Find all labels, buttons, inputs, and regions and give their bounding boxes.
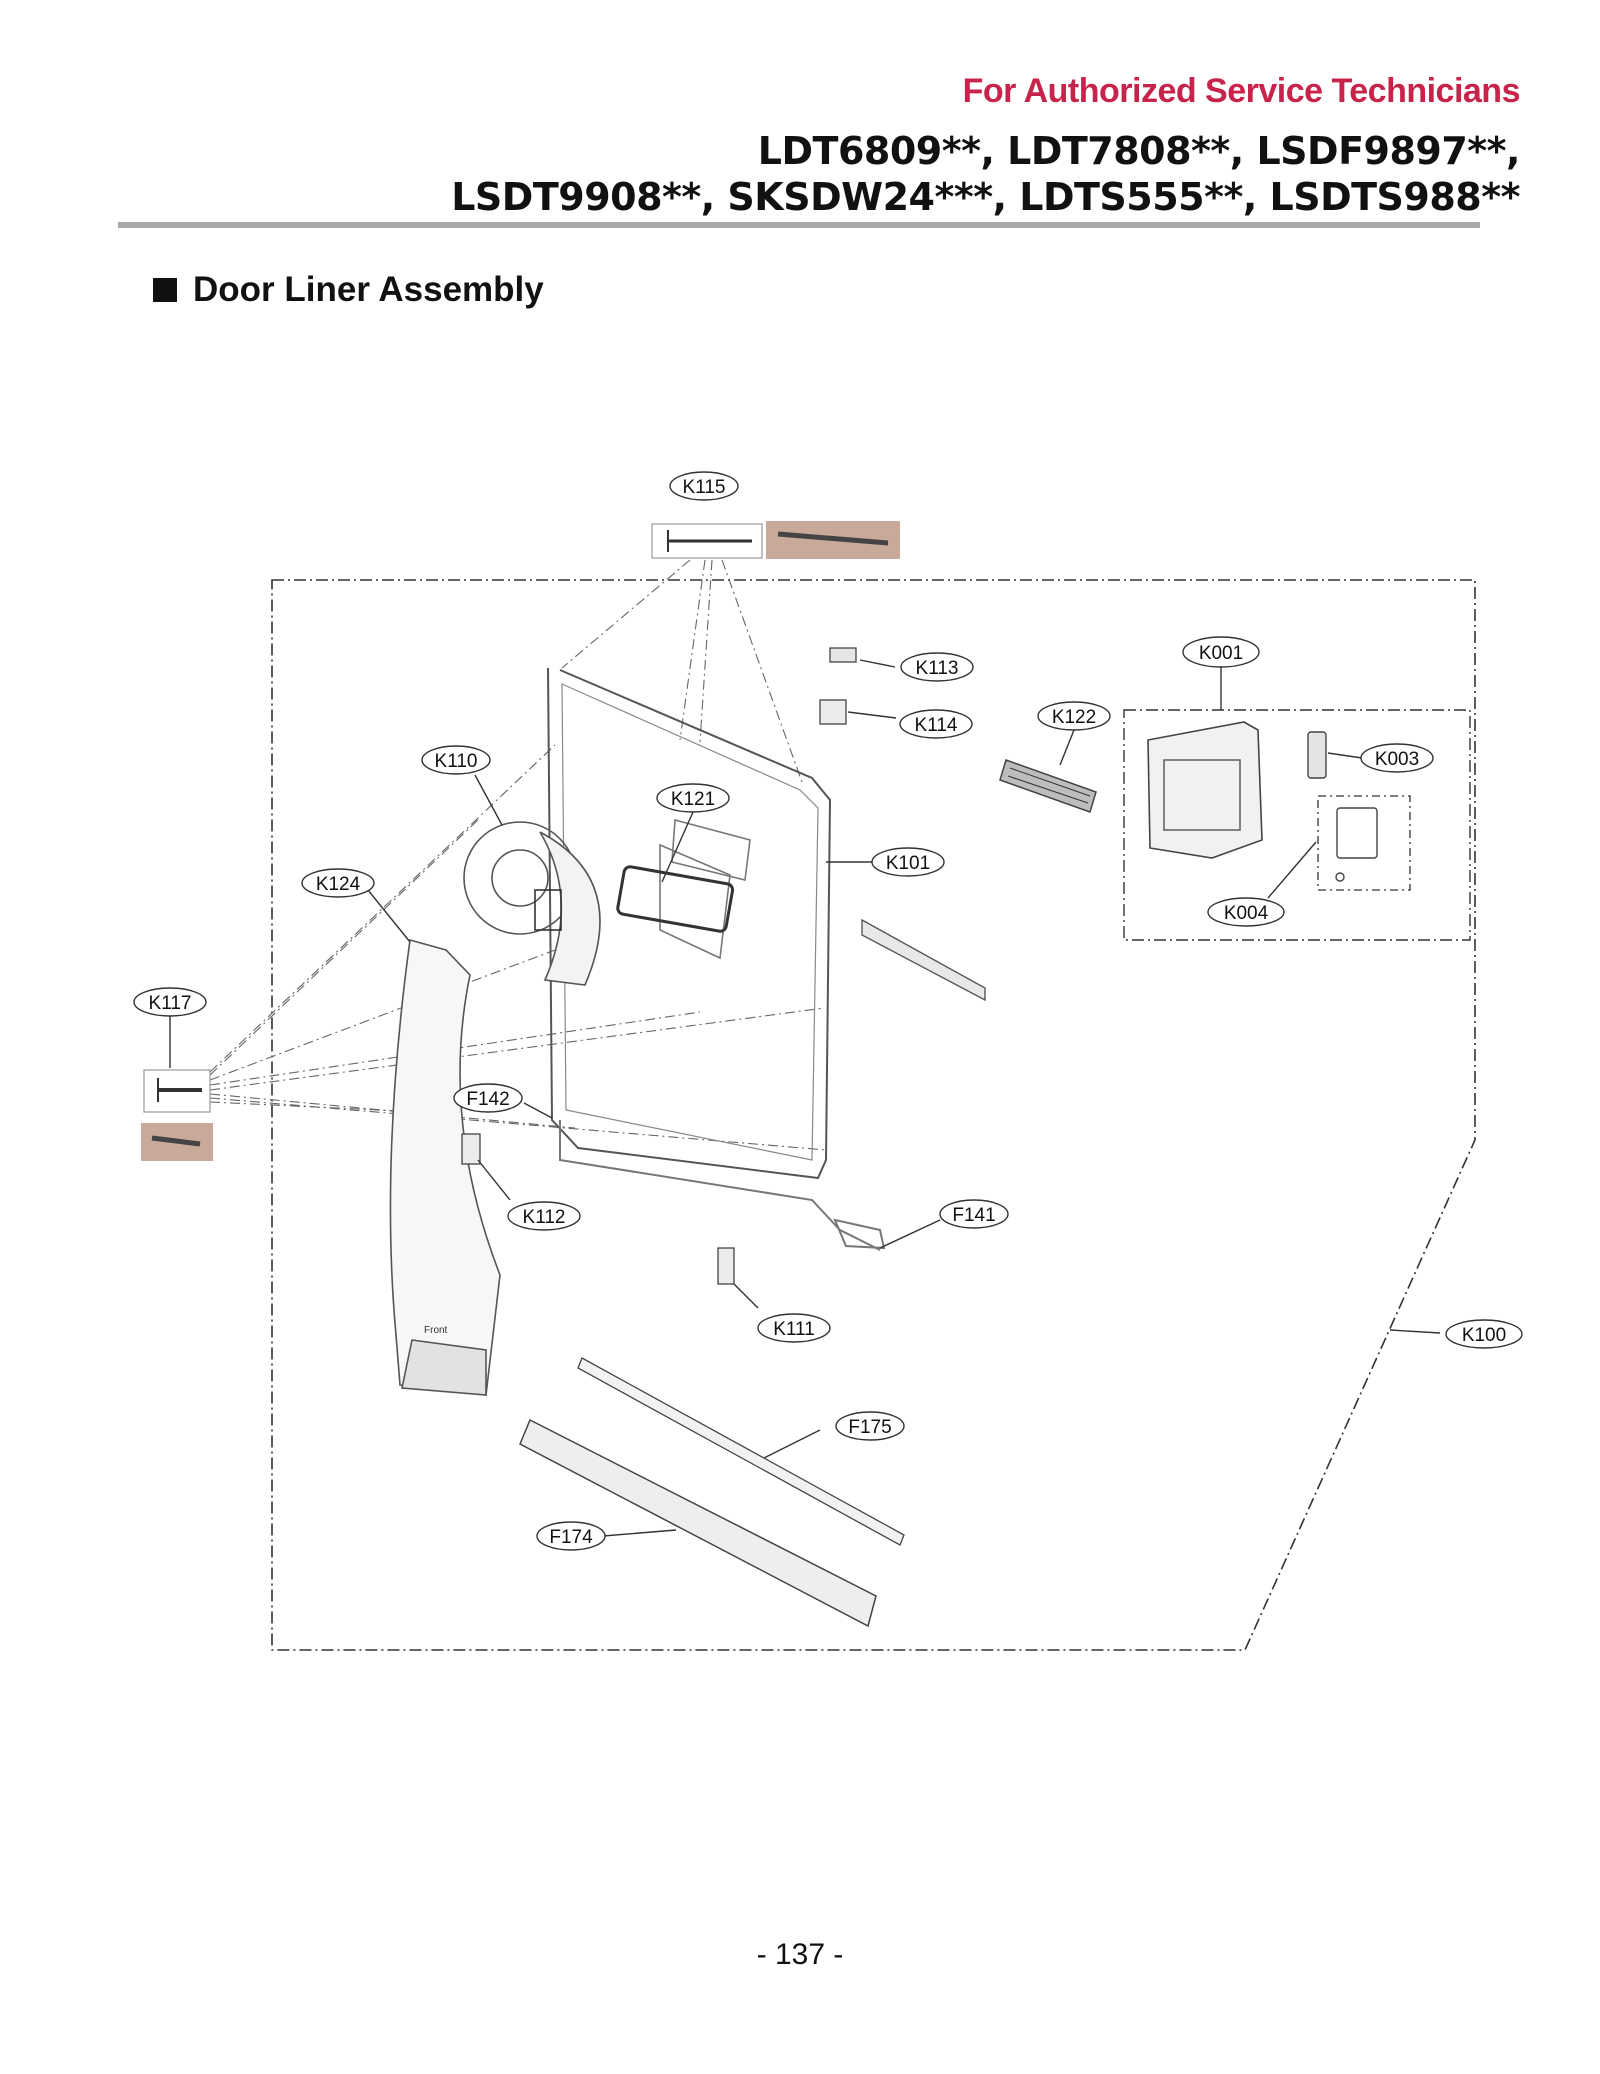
callout-k001: K001 bbox=[1182, 636, 1260, 668]
callout-k101: K101 bbox=[871, 847, 945, 877]
page-number: - 137 - bbox=[756, 1938, 844, 1971]
svg-text:K100: K100 bbox=[1462, 1325, 1506, 1346]
k115-screw-leaders bbox=[561, 559, 803, 783]
model-list-line-2: LSDT9908**, SKSDW24***, LDTS555**, LSDTS… bbox=[451, 175, 1520, 219]
k110-fan-assembly bbox=[463, 821, 601, 986]
callout-k115: K115 bbox=[669, 471, 739, 501]
k122-vent bbox=[999, 759, 1097, 813]
k004-part bbox=[1335, 807, 1378, 882]
callout-k100: K100 bbox=[1445, 1319, 1523, 1349]
callout-k117: K117 bbox=[133, 987, 207, 1017]
callout-k003: K003 bbox=[1360, 743, 1434, 773]
k117-screw bbox=[141, 1069, 213, 1161]
callout-leaders bbox=[169, 659, 1441, 1537]
svg-text:K112: K112 bbox=[523, 1207, 566, 1228]
section-title: Door Liner Assembly bbox=[153, 270, 544, 310]
callout-f141: F141 bbox=[939, 1199, 1009, 1229]
svg-text:K101: K101 bbox=[886, 853, 930, 874]
f175-strip bbox=[577, 1357, 905, 1546]
door-frame bbox=[547, 667, 886, 1251]
k114-part bbox=[819, 699, 847, 725]
callout-k111: K111 bbox=[757, 1313, 831, 1343]
svg-text:K003: K003 bbox=[1375, 749, 1419, 770]
model-list-line-1: LDT6809**, LDT7808**, LSDF9897**, bbox=[757, 129, 1521, 173]
callout-f142: F142 bbox=[453, 1083, 523, 1113]
k003-part bbox=[1307, 731, 1327, 779]
svg-text:F175: F175 bbox=[848, 1417, 891, 1438]
svg-text:K124: K124 bbox=[316, 874, 361, 895]
bullet-square-icon bbox=[153, 278, 177, 302]
k124-front-panel bbox=[389, 938, 501, 1396]
svg-text:F141: F141 bbox=[952, 1205, 995, 1226]
callout-k110: K110 bbox=[421, 745, 491, 775]
callout-k112: K112 bbox=[507, 1201, 581, 1231]
svg-text:K114: K114 bbox=[915, 715, 958, 736]
svg-text:K113: K113 bbox=[916, 658, 959, 679]
k115-screw bbox=[651, 521, 900, 559]
control-unit-boundary bbox=[1123, 709, 1471, 941]
k004-sub-boundary bbox=[1317, 795, 1411, 891]
svg-text:K004: K004 bbox=[1224, 903, 1269, 924]
f174-channel bbox=[519, 1418, 877, 1628]
k121-detergent-housing bbox=[616, 818, 751, 960]
k001-control-unit bbox=[1147, 721, 1263, 859]
callout-k121: K121 bbox=[656, 783, 730, 813]
svg-text:K117: K117 bbox=[149, 993, 192, 1014]
callout-f174: F174 bbox=[536, 1521, 606, 1551]
k113-part bbox=[829, 647, 857, 663]
svg-text:K115: K115 bbox=[683, 477, 726, 498]
callout-k004: K004 bbox=[1207, 897, 1285, 927]
svg-text:K122: K122 bbox=[1052, 707, 1096, 728]
section-title-text: Door Liner Assembly bbox=[193, 270, 544, 309]
callout-k114: K114 bbox=[899, 709, 973, 739]
callout-k122: K122 bbox=[1037, 701, 1111, 731]
k112-bracket bbox=[461, 1133, 481, 1165]
svg-text:F142: F142 bbox=[466, 1089, 509, 1110]
callout-f175: F175 bbox=[835, 1411, 905, 1441]
callout-k113: K113 bbox=[900, 652, 974, 682]
door-front-label: Front bbox=[424, 1325, 448, 1336]
svg-text:F174: F174 bbox=[549, 1527, 593, 1548]
svg-text:K111: K111 bbox=[773, 1319, 815, 1340]
svg-text:K110: K110 bbox=[435, 751, 478, 772]
header-divider bbox=[118, 222, 1480, 228]
svg-text:K001: K001 bbox=[1199, 643, 1243, 664]
authorized-technicians-tag: For Authorized Service Technicians bbox=[962, 72, 1521, 110]
k117-screw-leaders bbox=[209, 744, 827, 1151]
model-list: LDT6809**, LDT7808**, LSDF9897**, LSDT99… bbox=[451, 128, 1520, 220]
svg-text:K121: K121 bbox=[671, 789, 715, 810]
k101-side-rail bbox=[861, 918, 986, 1002]
callout-k124: K124 bbox=[301, 868, 375, 898]
k111-bracket bbox=[717, 1247, 735, 1285]
